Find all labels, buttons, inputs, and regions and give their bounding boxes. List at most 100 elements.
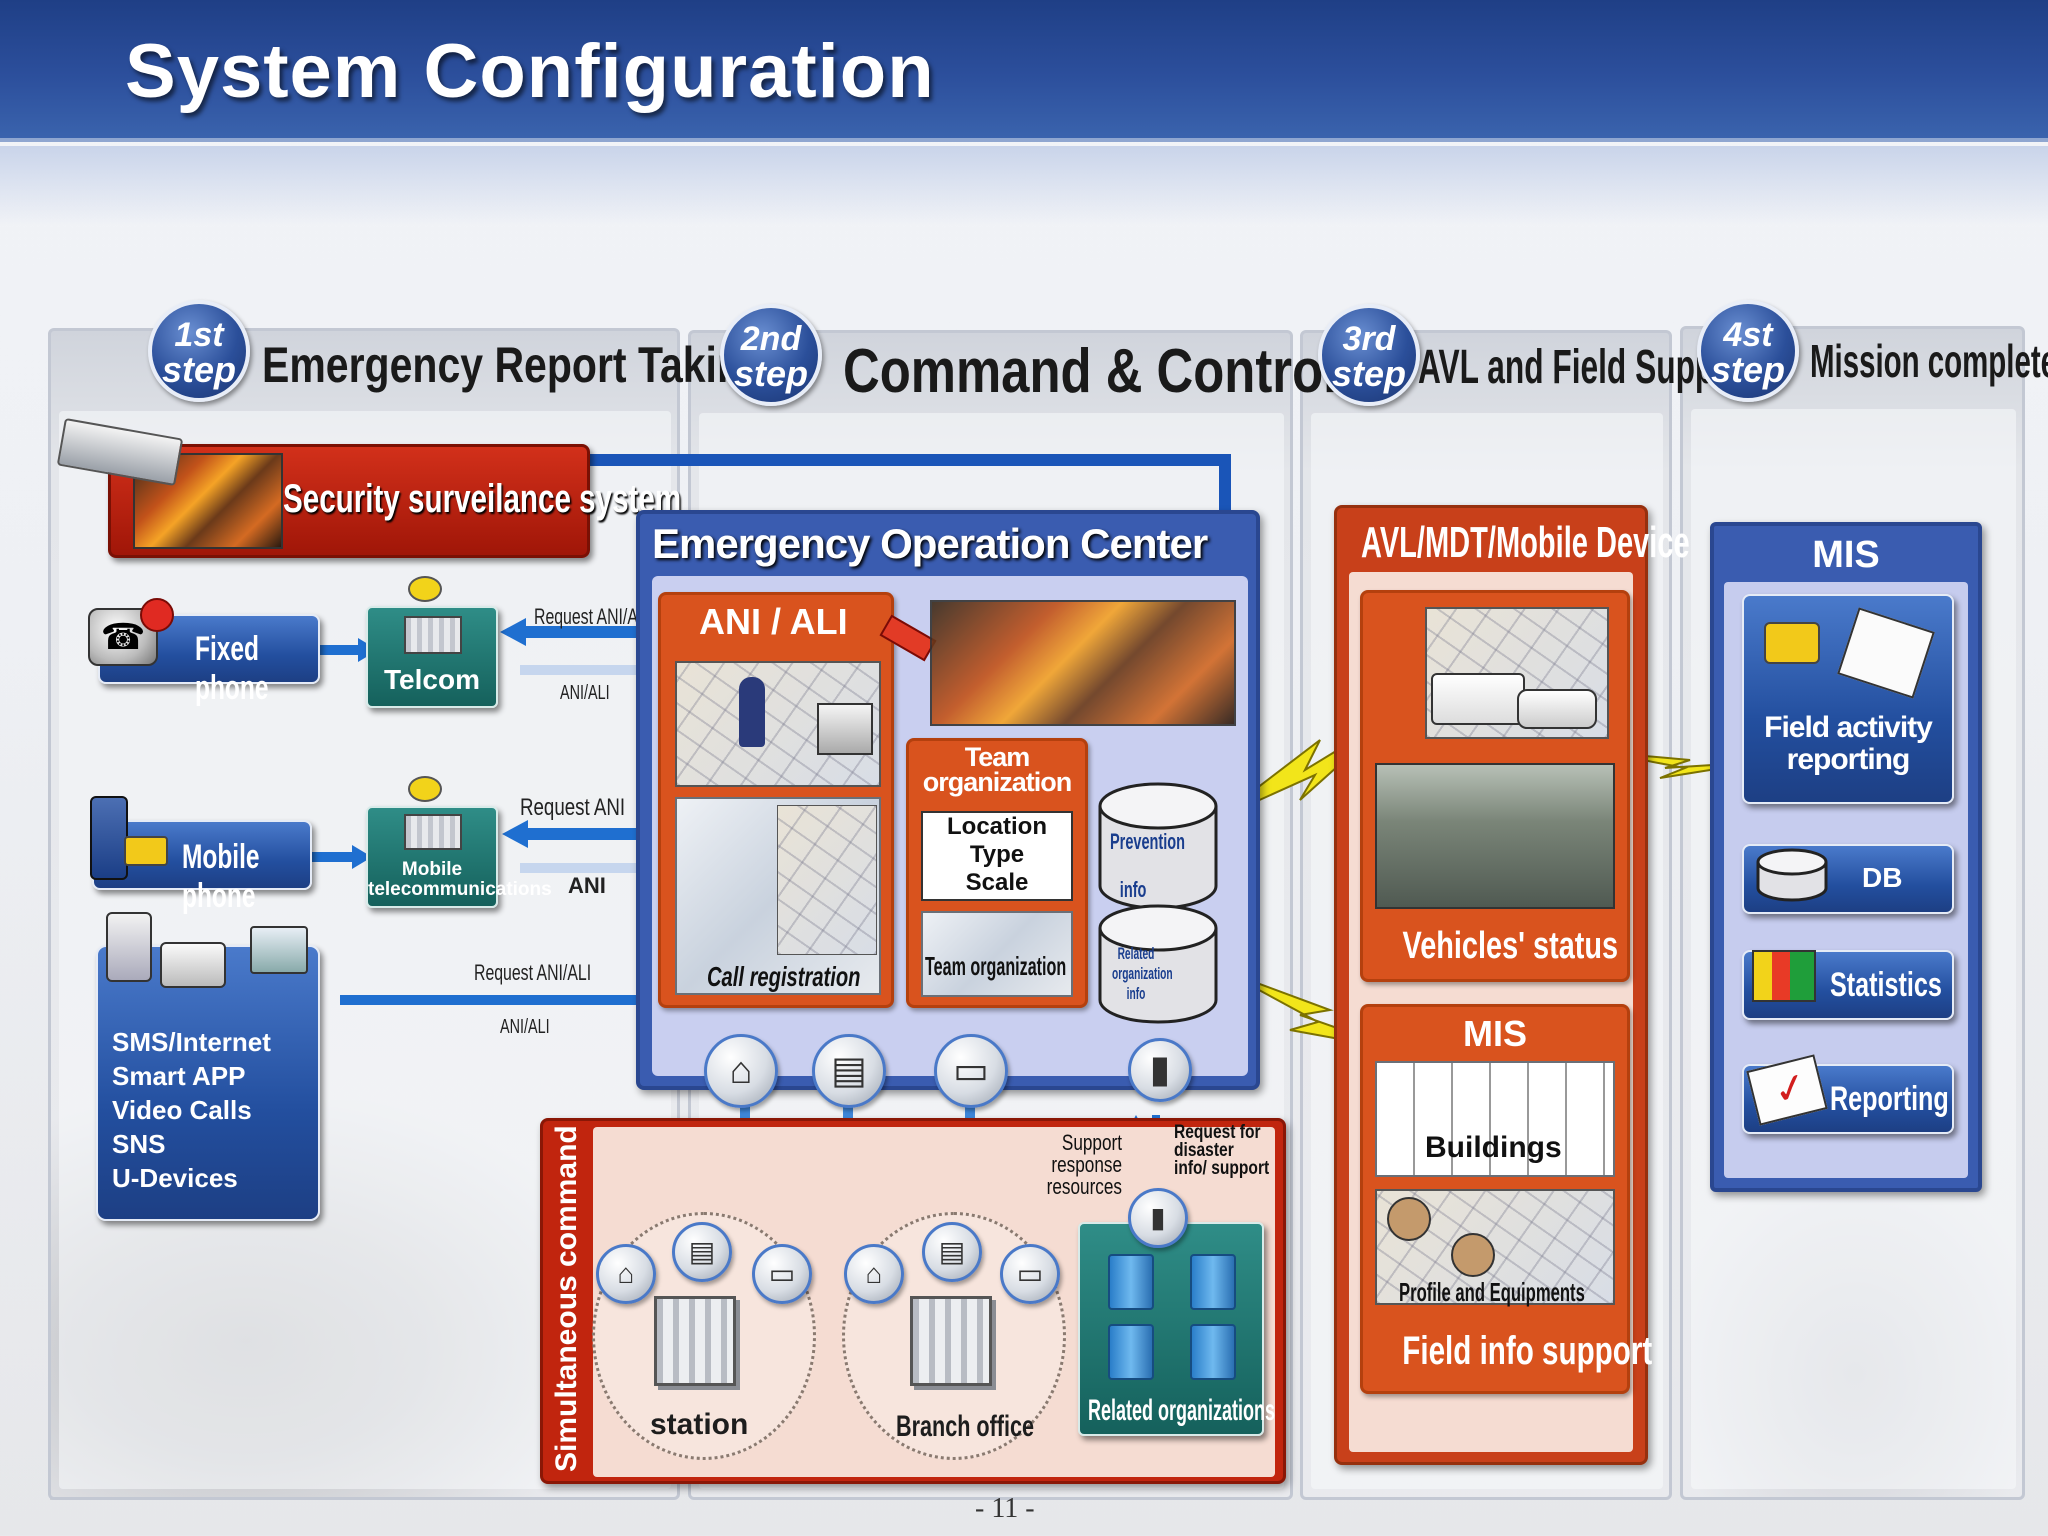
team-organization-screen: Team organization — [921, 911, 1073, 997]
field-info-panel: MIS Buildings Profile and Equipments Fie… — [1360, 1004, 1653, 1394]
step4-title: Mission complete — [1810, 335, 2048, 387]
fax-machine-icon: ▤ — [672, 1222, 732, 1282]
server-icon: ▮ — [1128, 1188, 1188, 1248]
statistics-label: Statistics — [1830, 966, 1942, 1004]
mobile-telecom-label: Mobile telecommunications — [368, 859, 552, 900]
fax-machine-icon: ▤ — [812, 1034, 886, 1108]
team-field-location: Location — [947, 813, 1047, 840]
vehicles-status-label: Vehicles' status — [1402, 925, 1619, 967]
page-number: - 11 - — [975, 1493, 1035, 1524]
field-info-support-label: Field info support — [1402, 1329, 1653, 1373]
team-organization-caption: Team organization — [925, 951, 1067, 981]
buildings-label: Buildings — [1425, 1131, 1562, 1164]
call-registration-label: Call registration — [707, 961, 861, 992]
video-wall-image — [930, 600, 1236, 726]
fixed-phone-label: Fixed phone — [195, 630, 269, 707]
ani-ali-title: ANI / ALI — [699, 601, 848, 642]
request-disaster-info-label: Request for disaster info/ support — [1174, 1122, 1270, 1179]
ani-label: ANI — [568, 873, 606, 898]
satellite-dish-icon — [408, 576, 442, 602]
fax-icon — [160, 942, 226, 988]
request-ani-ali-label-2: Request ANI/ALI — [474, 960, 592, 985]
monitor-icon: ▭ — [752, 1244, 812, 1304]
call-registration-screen: Call registration — [675, 797, 881, 995]
ani-ali-label: ANI/ALI — [560, 682, 610, 704]
team-organization-panel: Team organization Location Type Scale Te… — [906, 738, 1088, 1008]
station-label: station — [650, 1408, 749, 1441]
person-avatar-icon — [1451, 1233, 1495, 1277]
channel-sms: SMS/Internet — [112, 1027, 271, 1057]
station-building-icon — [654, 1296, 736, 1386]
mobile-phone-icon — [90, 796, 128, 880]
satellite-dish-icon — [408, 776, 442, 802]
digital-channels-box: SMS/Internet Smart APP Video Calls SNS U… — [96, 945, 320, 1221]
ambulance-icon — [1431, 673, 1525, 725]
taxi-icon — [124, 836, 168, 866]
taxi-icon — [1764, 622, 1820, 664]
buildings-floorplan: Buildings — [1375, 1061, 1615, 1177]
person-avatar-icon — [1387, 1197, 1431, 1241]
db-prevention-info-label: Prevention info — [1110, 829, 1186, 902]
location-map-image — [675, 661, 881, 787]
channel-u-devices: U-Devices — [112, 1163, 238, 1193]
surveillance-label: Security surveilance system — [283, 477, 682, 521]
profile-equipment-image: Profile and Equipments — [1375, 1189, 1615, 1307]
cctv-icon: ⌂ — [596, 1244, 656, 1304]
related-organizations-box: Related organizations — [1078, 1222, 1275, 1436]
alarm-icon — [140, 598, 174, 632]
computer-icon: ▭ — [934, 1034, 1008, 1108]
team-field-type: Type — [969, 841, 1025, 868]
computer-icon — [817, 703, 873, 755]
avl-title: AVL/MDT/Mobile Device — [1361, 518, 1690, 567]
mobile-phone-node: Mobile phone — [92, 820, 312, 915]
person-icon — [739, 677, 765, 747]
mobile-phone-label: Mobile phone — [182, 838, 260, 915]
pda-icon — [106, 912, 152, 982]
related-organizations-label: Related organizations — [1088, 1394, 1276, 1427]
db-label: DB — [1862, 862, 1903, 893]
monitor-icon: ▭ — [1000, 1244, 1060, 1304]
building-icon — [404, 814, 462, 850]
field-activity-label: Field activity reporting — [1764, 711, 1933, 776]
step1-title: Emergency Report Taking — [262, 337, 768, 393]
branch-building-icon — [910, 1296, 992, 1386]
document-sign-icon — [1837, 607, 1935, 699]
team-organization-title: Team organization — [922, 742, 1073, 797]
channel-sns: SNS — [112, 1129, 166, 1159]
statistics-chart-icon — [1752, 950, 1816, 1002]
server-icon: ▮ — [1128, 1038, 1192, 1102]
telcom-label: Telcom — [384, 664, 480, 695]
request-ani-label: Request ANI — [520, 794, 626, 821]
request-ani-ali-label: Request ANI/ALI — [534, 604, 652, 629]
profile-equipments-label: Profile and Equipments — [1399, 1277, 1585, 1307]
police-car-icon — [1517, 689, 1597, 729]
title-bar-shadow — [0, 146, 2048, 226]
reporting-label: Reporting — [1830, 1080, 1949, 1118]
fax-machine-icon: ▤ — [922, 1222, 982, 1282]
cctv-icon: ⌂ — [704, 1034, 778, 1108]
mobile-telecom-node: Mobile telecommunications — [366, 806, 552, 908]
building-icon — [404, 616, 462, 654]
field-activity-node: Field activity reporting — [1742, 594, 1954, 804]
eoc-title: Emergency Operation Center — [652, 520, 1208, 567]
surveillance-system-box: Security surveilance system — [108, 444, 681, 558]
branch-office-label: Branch office — [896, 1410, 1035, 1443]
db-related-org-label: Related organization info — [1112, 944, 1173, 1003]
traffic-camera-image — [1375, 763, 1615, 909]
computer-icon — [250, 926, 308, 974]
mis-title: MIS — [1812, 534, 1880, 576]
vehicle-tracking-map — [1425, 607, 1609, 739]
team-field-scale: Scale — [965, 869, 1029, 896]
step2-title: Command & Control — [843, 337, 1338, 406]
support-response-resources-label: Support response resources — [1046, 1130, 1122, 1199]
channel-video-calls: Video Calls — [112, 1095, 252, 1125]
db-icon — [1756, 848, 1828, 902]
ani-ali-label-2: ANI/ALI — [500, 1016, 550, 1038]
vehicles-status-panel: Vehicles' status — [1360, 590, 1630, 982]
cctv-icon: ⌂ — [844, 1244, 904, 1304]
mis-title-step3: MIS — [1462, 1013, 1527, 1054]
